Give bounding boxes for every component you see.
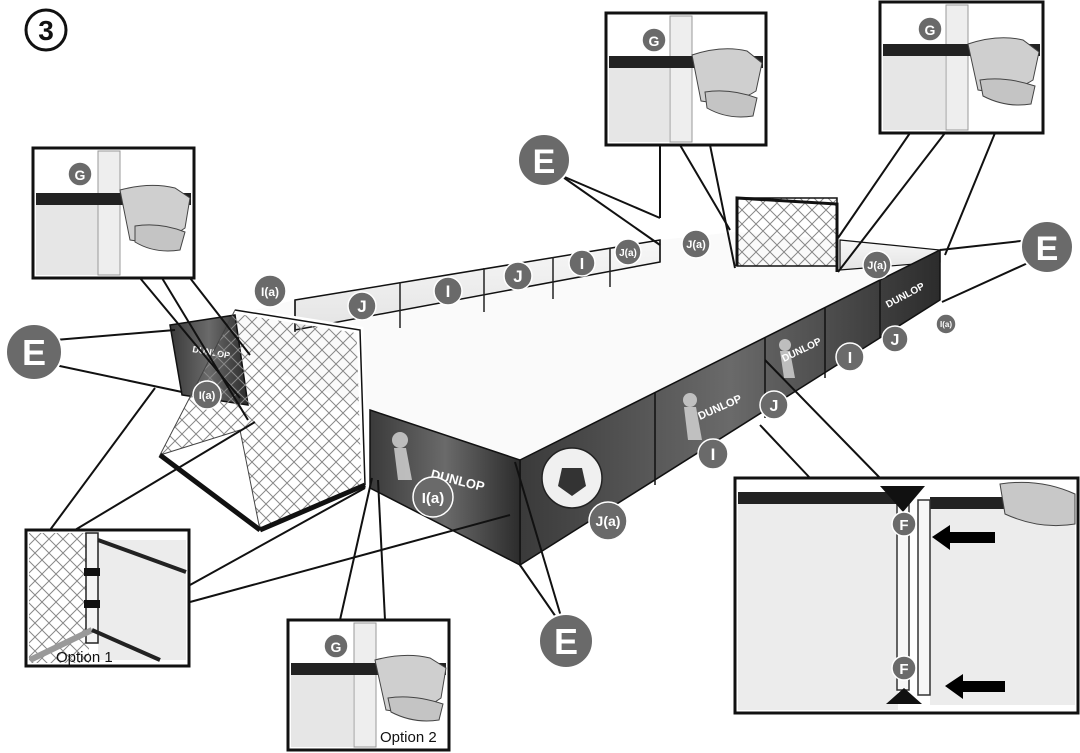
svg-text:G: G [649,33,660,49]
inset-option-1: Option 1 [24,528,191,668]
inset-option-2: G Option 2 [286,618,451,752]
label-Ja-1: J(a) [614,238,642,266]
arrow-left-icon [932,525,995,550]
label-Ja-4: J(a) [588,501,628,541]
svg-text:I(a): I(a) [940,320,952,329]
leader-lines [49,132,1031,631]
label-E-right: E [1020,220,1074,274]
label-E-left: E [5,323,63,381]
svg-text:I(a): I(a) [261,285,279,299]
inset-strap-top-middle: G [604,11,768,147]
svg-text:J: J [770,398,779,415]
svg-text:E: E [533,143,556,181]
step-badge: 3 [24,8,68,52]
label-J-3: J [881,325,909,353]
svg-text:I(a): I(a) [422,490,445,507]
svg-text:G: G [75,167,86,183]
svg-text:F: F [899,661,908,678]
option-2-caption: Option 2 [380,729,437,746]
option-1-caption: Option 1 [56,649,113,666]
svg-text:I: I [848,350,852,367]
inset-connector-F: F F [733,476,1080,715]
inset-strap-top-right: G [878,0,1045,135]
svg-text:I: I [711,445,716,464]
svg-text:J: J [513,267,522,286]
svg-text:F: F [899,517,908,534]
svg-text:J(a): J(a) [596,513,621,529]
label-I-4: I [697,438,729,470]
label-Ia-1: I(a) [253,274,287,308]
label-Ja-2: J(a) [681,229,711,259]
label-Ia-4: I(a) [412,476,454,518]
label-Ia-3: I(a) [935,313,957,335]
label-I-3: I [835,342,865,372]
svg-text:J: J [357,297,366,316]
svg-text:E: E [554,621,578,662]
svg-text:I: I [446,282,451,301]
svg-text:J(a): J(a) [867,260,887,272]
svg-text:J(a): J(a) [619,248,637,259]
label-J-4: J [759,390,789,420]
svg-text:J(a): J(a) [686,239,706,251]
label-F-bottom: F [891,655,917,681]
label-Ia-2: I(a) [192,380,222,410]
svg-text:G: G [925,22,936,38]
svg-text:E: E [1036,230,1059,268]
label-I-2: I [568,249,596,277]
label-J-1: J [347,291,377,321]
svg-text:J: J [891,332,900,349]
label-E-bottom: E [538,613,594,669]
label-J-2: J [503,261,533,291]
svg-text:I(a): I(a) [199,390,216,402]
label-F-top: F [891,511,917,537]
svg-text:I: I [580,256,584,273]
label-E-top: E [517,133,571,187]
label-Ja-3: J(a) [862,250,892,280]
svg-text:G: G [331,639,342,655]
inset-strap-top-left: G [31,146,196,280]
label-I-1: I [433,276,463,306]
goal-back [735,196,839,272]
svg-text:E: E [22,332,46,373]
step-number: 3 [38,15,54,46]
arrow-left-icon [945,674,1005,699]
